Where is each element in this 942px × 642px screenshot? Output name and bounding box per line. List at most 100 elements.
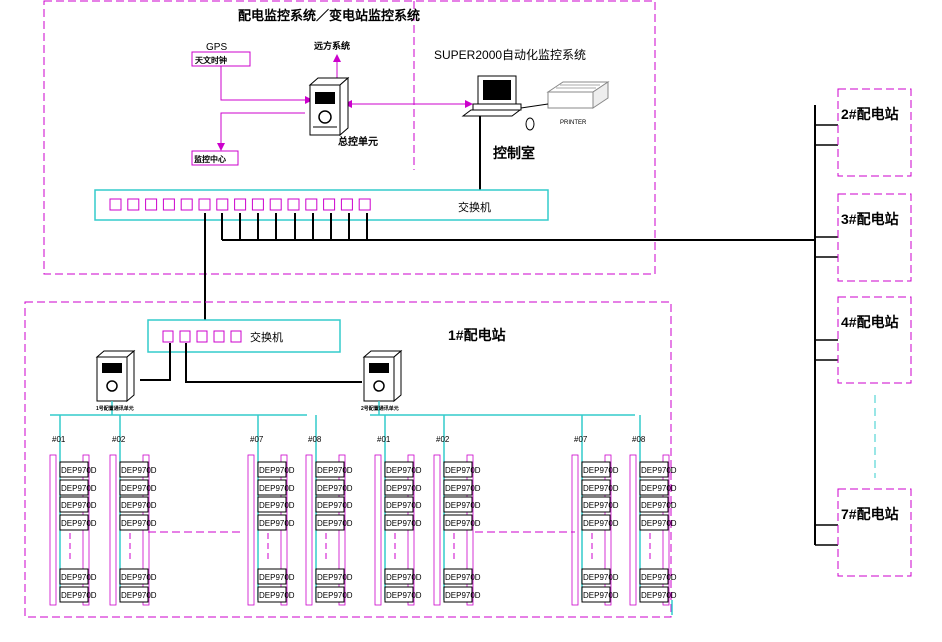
station-7-label: 7#配电站 bbox=[841, 506, 899, 522]
device-box bbox=[257, 496, 287, 513]
main-switch-label: 交换机 bbox=[458, 200, 491, 214]
switch-port bbox=[162, 198, 175, 211]
switch-port bbox=[269, 198, 282, 211]
device-label: DEP970D bbox=[317, 501, 353, 510]
device-label: DEP970D bbox=[121, 501, 157, 510]
device-label: DEP970D bbox=[445, 573, 481, 582]
device-box bbox=[443, 586, 473, 603]
device-label: DEP970D bbox=[121, 484, 157, 493]
device-box bbox=[639, 496, 669, 513]
device-label: DEP970D bbox=[61, 466, 97, 475]
device-label: DEP970D bbox=[61, 501, 97, 510]
device-label: DEP970D bbox=[641, 519, 677, 528]
device-label: DEP970D bbox=[386, 573, 422, 582]
device-box bbox=[384, 514, 414, 531]
port-label: #07 bbox=[250, 435, 264, 444]
device-label: DEP970D bbox=[386, 466, 422, 475]
device-label: DEP970D bbox=[445, 484, 481, 493]
device-label: DEP970D bbox=[641, 466, 677, 475]
remote-system-label: 远方系统 bbox=[314, 40, 350, 51]
station-1-switch-label: 交换机 bbox=[250, 330, 283, 344]
station-1-frame bbox=[24, 301, 672, 618]
device-box bbox=[384, 586, 414, 603]
station-4-label: 4#配电站 bbox=[841, 314, 899, 330]
device-label: DEP970D bbox=[445, 519, 481, 528]
printer-label: PRINTER bbox=[560, 120, 587, 126]
device-box bbox=[384, 568, 414, 585]
gps-label: GPS bbox=[206, 42, 227, 53]
device-label: DEP970D bbox=[583, 573, 619, 582]
device-label: DEP970D bbox=[641, 591, 677, 600]
device-label: DEP970D bbox=[641, 484, 677, 493]
device-box bbox=[639, 514, 669, 531]
comm-unit-2-icon bbox=[362, 349, 403, 403]
switch-port bbox=[162, 330, 174, 343]
device-label: DEP970D bbox=[61, 484, 97, 493]
device-box bbox=[59, 496, 89, 513]
port-label: #08 bbox=[632, 435, 646, 444]
master-to-monitor-link bbox=[220, 112, 305, 145]
master-unit-label: 总控单元 bbox=[338, 135, 378, 148]
device-label: DEP970D bbox=[641, 573, 677, 582]
device-box bbox=[639, 586, 669, 603]
device-box bbox=[257, 568, 287, 585]
device-label: DEP970D bbox=[583, 591, 619, 600]
port-label: #02 bbox=[112, 435, 126, 444]
device-box bbox=[59, 514, 89, 531]
device-box bbox=[384, 461, 414, 478]
switch-port bbox=[196, 330, 208, 343]
device-label: DEP970D bbox=[61, 591, 97, 600]
switch-port bbox=[287, 198, 300, 211]
device-label: DEP970D bbox=[583, 484, 619, 493]
device-label: DEP970D bbox=[61, 519, 97, 528]
comm-unit-2-label: 2号配置通讯单元 bbox=[361, 405, 399, 412]
device-label: DEP970D bbox=[317, 591, 353, 600]
monitor-center-label: 监控中心 bbox=[194, 154, 226, 164]
station-3-box bbox=[837, 193, 912, 282]
device-box bbox=[581, 479, 611, 496]
device-label: DEP970D bbox=[386, 501, 422, 510]
device-box bbox=[384, 479, 414, 496]
device-label: DEP970D bbox=[61, 573, 97, 582]
switch-port bbox=[251, 198, 264, 211]
device-box bbox=[443, 479, 473, 496]
device-label: DEP970D bbox=[317, 484, 353, 493]
device-label: DEP970D bbox=[583, 466, 619, 475]
comm-unit-1-icon bbox=[95, 349, 136, 403]
device-box bbox=[59, 586, 89, 603]
switch-port bbox=[323, 198, 336, 211]
device-label: DEP970D bbox=[121, 573, 157, 582]
device-box bbox=[119, 496, 149, 513]
port-label: #01 bbox=[52, 435, 66, 444]
device-label: DEP970D bbox=[259, 573, 295, 582]
device-label: DEP970D bbox=[583, 501, 619, 510]
clock-to-master-link bbox=[220, 66, 305, 101]
port-label: #01 bbox=[377, 435, 391, 444]
control-room-label: 控制室 bbox=[493, 145, 535, 161]
comm-unit-1-label: 1号配置通讯单元 bbox=[96, 405, 134, 412]
device-label: DEP970D bbox=[259, 501, 295, 510]
device-label: DEP970D bbox=[317, 573, 353, 582]
port-label: #08 bbox=[308, 435, 322, 444]
device-box bbox=[315, 586, 345, 603]
device-box bbox=[581, 461, 611, 478]
computer-icon bbox=[461, 75, 535, 131]
device-box bbox=[443, 496, 473, 513]
port-label: #02 bbox=[436, 435, 450, 444]
device-label: DEP970D bbox=[445, 501, 481, 510]
station-2-box bbox=[837, 88, 912, 177]
switch-port bbox=[234, 198, 247, 211]
device-box bbox=[639, 479, 669, 496]
device-box bbox=[443, 461, 473, 478]
device-box bbox=[639, 461, 669, 478]
station-7-box bbox=[837, 488, 912, 577]
device-box bbox=[257, 514, 287, 531]
device-label: DEP970D bbox=[641, 501, 677, 510]
printer-icon bbox=[546, 81, 610, 109]
device-box bbox=[581, 568, 611, 585]
device-box bbox=[581, 586, 611, 603]
switch-port bbox=[216, 198, 229, 211]
switch-port bbox=[109, 198, 122, 211]
device-label: DEP970D bbox=[121, 519, 157, 528]
